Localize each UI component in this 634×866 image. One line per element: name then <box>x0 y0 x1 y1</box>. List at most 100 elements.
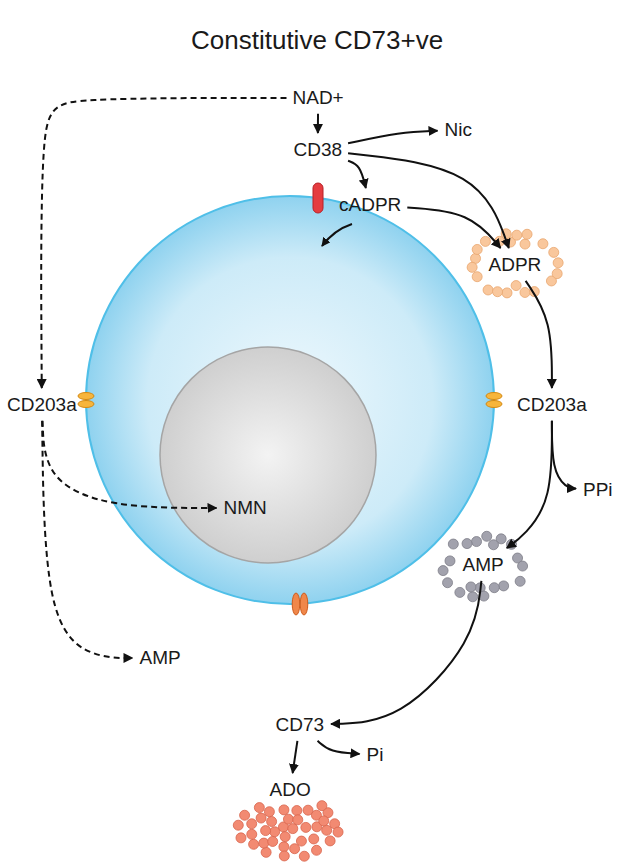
molecule-dot <box>445 556 455 566</box>
molecule-name: PPi <box>583 479 613 501</box>
molecule-dot <box>438 566 448 576</box>
molecule-dot <box>448 539 458 549</box>
pathway-label: NAD+ <box>290 85 347 111</box>
reaction-arrow <box>41 98 286 388</box>
molecule-dot <box>249 839 259 849</box>
pathway-label: Pi <box>364 742 387 768</box>
pathway-label: ADPR <box>486 252 545 278</box>
molecule-dot <box>488 540 498 550</box>
molecule-name: AMP <box>463 554 504 576</box>
molecule-dot <box>467 262 477 272</box>
molecule-name: CD38 <box>294 139 343 161</box>
molecule-dot <box>261 826 271 836</box>
molecule-dot <box>236 833 246 843</box>
molecule-dot <box>301 822 311 832</box>
molecule-dot <box>471 253 481 263</box>
pathway-label: CD203a <box>514 392 590 418</box>
molecule-dot <box>482 531 492 541</box>
molecule-dot <box>268 836 278 846</box>
molecule-dot <box>520 287 530 297</box>
pathway-label: ADO <box>267 777 314 803</box>
molecule-name: ADPR <box>489 254 542 276</box>
molecule-dot <box>472 272 482 282</box>
cd38-receptor <box>313 183 323 213</box>
molecule-name: NAD+ <box>293 87 344 109</box>
pathway-label: CD38 <box>291 137 346 163</box>
molecule-name: AMP <box>140 647 181 669</box>
molecule-dot <box>538 239 548 249</box>
molecule-dot <box>462 539 472 549</box>
molecule-dot <box>512 230 522 240</box>
molecule-dot <box>264 807 274 817</box>
pathway-label: Nic <box>442 117 475 143</box>
molecule-dot <box>259 838 269 848</box>
molecule-dot <box>254 803 264 813</box>
molecule-dot <box>322 825 332 835</box>
reaction-arrow <box>348 161 366 188</box>
molecule-dot <box>483 285 493 295</box>
pathway-label: PPi <box>580 477 616 503</box>
molecule-dot <box>319 816 329 826</box>
molecule-dots <box>233 229 563 861</box>
molecule-name: ADO <box>270 779 311 801</box>
molecule-dot <box>493 287 503 297</box>
molecule-dot <box>472 244 482 254</box>
molecule-dot <box>333 827 343 837</box>
cell-membrane <box>86 196 494 604</box>
molecule-dot <box>293 815 303 825</box>
molecule-dot <box>317 801 327 811</box>
molecule-dot <box>468 592 478 602</box>
molecule-dot <box>499 581 509 591</box>
reaction-arrow <box>348 131 437 144</box>
molecule-dot <box>455 587 465 597</box>
reaction-arrow <box>552 421 576 489</box>
reaction-arrow <box>43 421 217 508</box>
molecule-dot <box>261 847 271 857</box>
molecule-dot <box>280 832 290 842</box>
molecule-dot <box>549 247 559 257</box>
molecule-dot <box>283 814 293 824</box>
molecule-dot <box>312 845 322 855</box>
molecule-dot <box>247 819 257 829</box>
cadpr-entry-arrow <box>322 224 352 246</box>
molecule-dot <box>279 851 289 861</box>
reaction-arrow <box>42 421 132 658</box>
molecule-name: cADPR <box>339 194 401 216</box>
pathway-label: cADPR <box>336 192 404 218</box>
molecule-name: Nic <box>445 119 472 141</box>
molecule-name: CD203a <box>517 394 587 416</box>
cd203a-enzyme <box>78 393 94 408</box>
molecule-dot <box>553 258 563 268</box>
molecule-dot <box>290 844 300 854</box>
molecule-dot <box>279 842 289 852</box>
molecule-dot <box>466 582 476 592</box>
molecule-dot <box>270 827 280 837</box>
reaction-arrow <box>526 281 552 388</box>
molecule-dot <box>325 836 335 846</box>
molecule-dot <box>472 537 482 547</box>
reaction-arrow <box>407 208 500 248</box>
molecule-dot <box>309 834 319 844</box>
cell-nucleus <box>160 347 376 563</box>
pathway-label: CD203a <box>4 392 80 418</box>
molecule-dot <box>299 851 309 861</box>
molecule-dot <box>502 288 512 298</box>
reaction-arrow <box>293 741 298 773</box>
diagram-title: Constitutive CD73+ve <box>191 25 443 56</box>
molecule-dot <box>480 236 490 246</box>
pathway-label: CD73 <box>273 712 328 738</box>
molecule-dot <box>267 817 277 827</box>
molecule-dot <box>511 281 521 291</box>
molecule-dot <box>233 820 243 830</box>
pathway-label: AMP <box>137 645 184 671</box>
cd203a-enzyme <box>486 393 502 408</box>
molecule-dot <box>515 576 525 586</box>
molecule-dot <box>247 829 257 839</box>
molecule-dot <box>522 229 532 239</box>
molecule-dot <box>489 583 499 593</box>
molecule-dot <box>443 578 453 588</box>
reaction-arrow <box>318 741 360 754</box>
molecule-dot <box>552 269 562 279</box>
